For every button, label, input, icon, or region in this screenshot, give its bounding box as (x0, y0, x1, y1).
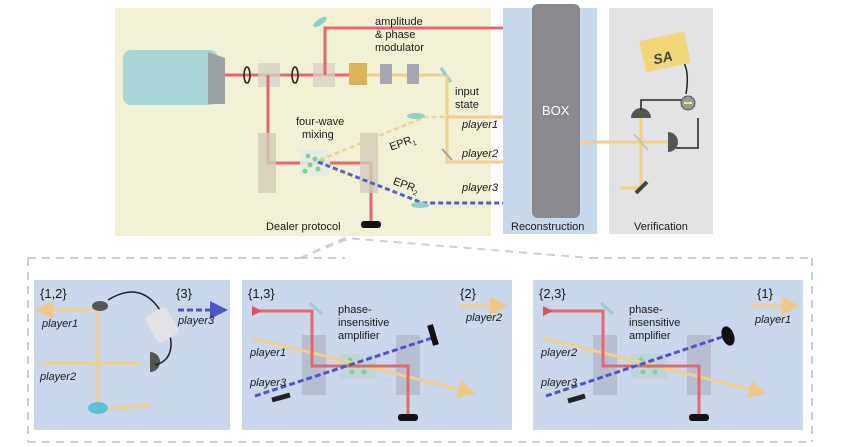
verif-beam-splitter (633, 133, 649, 151)
p1-subtractor (145, 307, 179, 343)
p3-player2-label: player2 (540, 347, 577, 359)
input-state-label-2: state (455, 99, 479, 111)
p3-pump-arrow (543, 306, 553, 316)
bottom-panel-1 (34, 280, 230, 430)
lens-2 (291, 66, 299, 84)
p2-set-left: {1,3} (248, 286, 275, 301)
mirror-top (313, 16, 327, 28)
p3-player1-label: player1 (754, 314, 791, 326)
lens-1 (243, 66, 251, 84)
epr2-beam (317, 160, 534, 212)
p2-set-right: {2} (460, 286, 477, 301)
p3-mirror (599, 301, 615, 316)
laser-source (123, 50, 225, 105)
p3-pump-beam (543, 309, 701, 416)
p1-player2-label: player2 (39, 371, 76, 383)
p2-player3-beam (254, 336, 433, 398)
p1-player3-label: player3 (177, 315, 215, 327)
p1-detector-right (150, 352, 160, 372)
amplitude-modulator (349, 63, 367, 85)
epr1-beam (319, 115, 447, 162)
p3-player3-block (721, 326, 735, 346)
polarizer-left (258, 133, 276, 193)
p2-mirror-bottom (271, 392, 291, 403)
pump-beam-to-box (323, 19, 534, 75)
polarizer-right (360, 133, 378, 193)
p2-pump-block (398, 414, 418, 421)
mirror-player2 (441, 148, 453, 161)
mirror-epr1 (407, 113, 425, 119)
dealer-caption: Dealer protocol (266, 221, 341, 233)
input-beam-player2 (445, 117, 534, 171)
dealer-player3-label: player3 (461, 182, 499, 194)
p1-wires (107, 291, 172, 366)
dealer-player1-label: player1 (461, 119, 498, 131)
p3-mirror-bottom (567, 393, 586, 404)
modulator-label-2: & phase (375, 29, 415, 41)
p2-amp-label-1: phase- (338, 304, 372, 316)
p1-mirror (88, 402, 108, 414)
p2-player3-label: player3 (249, 377, 287, 389)
connector-lines (299, 236, 591, 259)
p2-mirror (308, 301, 324, 316)
detector-2 (668, 132, 678, 152)
p3-pump-block (689, 414, 709, 421)
input-state-label-1: input (455, 86, 479, 98)
verif-mirror (634, 180, 649, 195)
dealer-player2-label: player2 (461, 148, 498, 160)
modulator-label-3: modulator (375, 42, 424, 54)
fwm-label-1: four-wave (296, 116, 344, 128)
modulator-label-1: amplitude (375, 16, 423, 28)
p3-amp-label-1: phase- (629, 304, 663, 316)
spectrum-analyzer (639, 31, 691, 73)
fwm-label-2: mixing (302, 129, 334, 141)
p2-amp-label-2: insensitive (338, 317, 389, 329)
pump-block (361, 221, 381, 228)
p2-pump-arrow (252, 306, 262, 316)
p2-player3-block (427, 324, 439, 346)
p2-player1-label: player1 (249, 347, 286, 359)
zoom-connector (27, 239, 813, 443)
box-label: BOX (542, 103, 570, 118)
reconstruction-caption: Reconstruction (511, 221, 584, 233)
p3-set-left: {2,3} (539, 286, 566, 301)
dealer-panel (115, 8, 491, 236)
p3-player3-beam (545, 334, 726, 398)
verification-caption: Verification (634, 221, 688, 233)
p2-pump-beam (252, 309, 410, 416)
p3-set-right: {1} (757, 286, 774, 301)
p3-amp-label-2: insensitive (629, 317, 680, 329)
p3-amp-label-3: amplifier (629, 330, 671, 342)
p2-amp-label-3: amplifier (338, 330, 380, 342)
sa-label: SA (652, 48, 674, 68)
box-block (532, 4, 580, 218)
p1-player1-label: player1 (41, 318, 78, 330)
p1-set-right: {3} (176, 286, 193, 301)
p1-set-left: {1,2} (40, 286, 67, 301)
p3-player3-label: player3 (540, 377, 578, 389)
p1-detector-top (92, 301, 108, 311)
detector-1 (631, 108, 651, 118)
phase-modulator-2 (407, 64, 419, 84)
mirror-epr2 (411, 202, 429, 208)
phase-modulator-1 (380, 64, 392, 84)
p2-player2-label: player2 (465, 312, 502, 324)
